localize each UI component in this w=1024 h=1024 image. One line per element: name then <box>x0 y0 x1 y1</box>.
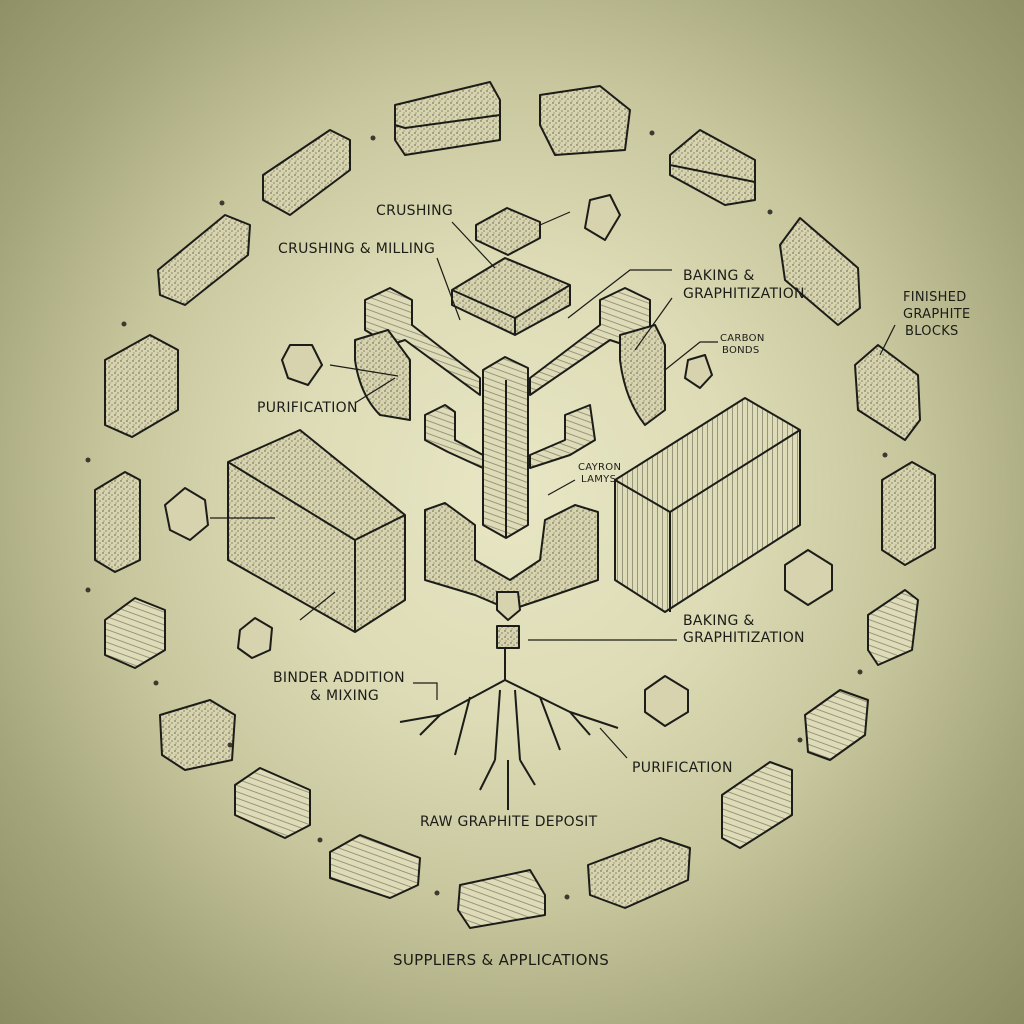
label-baking-graphitization-mid-line2: GRAPHITIZATION <box>683 630 805 646</box>
label-binder-line1: BINDER ADDITION <box>273 670 405 686</box>
label-carbon-bonds-line1: CARBON <box>720 333 765 344</box>
label-carbon-lamys-line1: CAYRON <box>578 462 622 473</box>
label-finished-line3: BLOCKS <box>905 324 959 339</box>
label-baking-graphitization-mid-line1: BAKING & <box>683 613 755 629</box>
label-finished-line1: FINISHED <box>903 290 967 305</box>
label-carbon-lamys-line2: LAMYS <box>581 474 617 485</box>
label-baking-graphitization-top-line2: GRAPHITIZATION <box>683 286 805 302</box>
label-suppliers-applications: SUPPLIERS & APPLICATIONS <box>393 951 610 969</box>
label-binder-line2: & MIXING <box>310 688 380 704</box>
label-purification-right: PURIFICATION <box>632 760 733 776</box>
label-carbon-bonds-line2: BONDS <box>722 345 760 356</box>
leader-lines <box>210 211 896 759</box>
label-crushing: CRUSHING <box>376 203 454 219</box>
ring-dots <box>85 130 888 900</box>
ring-blocks <box>94 81 936 929</box>
label-purification-left: PURIFICATION <box>257 400 358 416</box>
label-baking-graphitization-top-line1: BAKING & <box>683 268 755 284</box>
label-crushing-milling: CRUSHING & MILLING <box>278 241 436 257</box>
label-finished-line2: GRAPHITE <box>903 307 971 322</box>
label-raw-graphite-deposit: RAW GRAPHITE DEPOSIT <box>420 814 598 830</box>
